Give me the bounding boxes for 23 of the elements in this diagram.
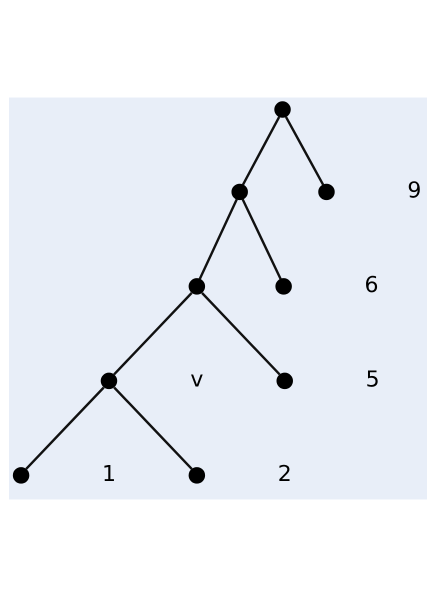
connector — [198, 198, 238, 280]
node-circle — [188, 466, 205, 484]
connector — [24, 386, 104, 470]
node-label: 9 — [406, 178, 421, 203]
node-circle — [230, 183, 248, 200]
node-circle — [318, 183, 334, 200]
node-circle — [276, 372, 292, 389]
connector — [284, 116, 324, 185]
node-label: 2 — [277, 461, 292, 486]
node-label: 6 — [364, 272, 378, 298]
node-label: v — [190, 366, 203, 392]
connector — [200, 292, 280, 375]
node-label: 5 — [365, 366, 380, 392]
node-circle — [100, 372, 117, 389]
node-circle — [188, 278, 205, 294]
node-label: 1 — [101, 461, 116, 486]
connector — [241, 116, 280, 185]
connector — [240, 198, 282, 280]
connector — [112, 292, 192, 375]
node-circle — [274, 100, 290, 118]
node-circle — [274, 278, 292, 294]
node-circle — [12, 466, 29, 484]
connector — [112, 386, 192, 470]
